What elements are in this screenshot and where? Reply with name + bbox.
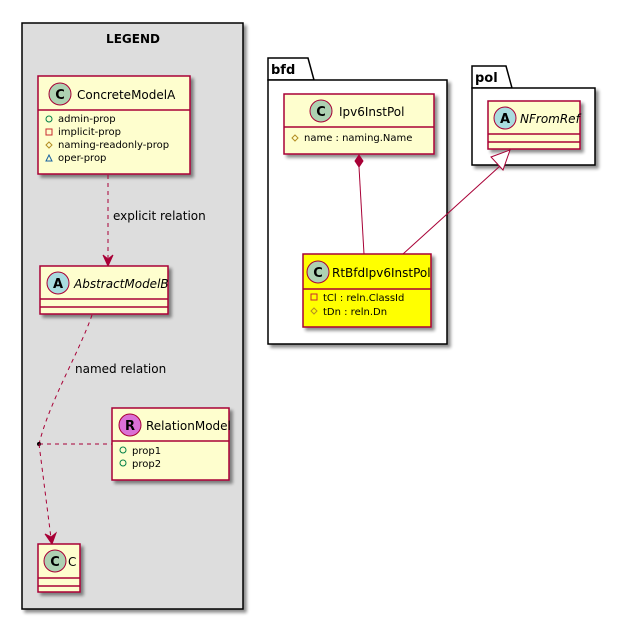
class-name: RtBfdIpv6InstPol — [332, 266, 431, 280]
attribute-text: naming-readonly-prop — [58, 140, 169, 151]
package-visibility-icon — [45, 153, 53, 162]
attribute-text: name : naming.Name — [304, 133, 412, 144]
private-visibility-icon — [45, 128, 53, 136]
attribute-row: implicit-prop — [45, 127, 121, 138]
explicit-relation-edge: explicit relation — [102, 175, 206, 268]
class-stereotype-letter: C — [316, 105, 326, 120]
attribute-text: prop2 — [132, 459, 161, 470]
class-name: C — [68, 555, 76, 569]
attribute-text: implicit-prop — [58, 127, 121, 138]
class-stereotype-letter: R — [125, 419, 135, 434]
attribute-row: admin-prop — [45, 114, 116, 125]
class-rt-bfd-ipv6-inst-pol[interactable]: C RtBfdIpv6InstPol tCl : reln.ClassId tD… — [302, 253, 432, 328]
attribute-row: prop1 — [119, 446, 161, 457]
attribute-row: prop2 — [119, 459, 161, 470]
public-visibility-icon — [119, 446, 127, 454]
private-visibility-icon — [310, 293, 318, 301]
protected-visibility-icon — [291, 134, 299, 142]
attribute-text: admin-prop — [58, 114, 116, 125]
protected-visibility-icon — [310, 307, 318, 315]
class-stereotype-icon — [46, 271, 70, 295]
class-ipv6-inst-pol[interactable]: C Ipv6InstPol name : naming.Name — [283, 93, 435, 155]
class-stereotype-icon — [43, 549, 67, 573]
package-title: bfd — [271, 63, 295, 78]
package-bfd[interactable]: bfd C Ipv6InstPol name : naming.Name C R… — [267, 57, 448, 345]
class-stereotype-icon — [309, 99, 333, 123]
attribute-text: tCl : reln.ClassId — [323, 293, 404, 304]
attribute-text: oper-prop — [58, 153, 106, 164]
class-stereotype-letter: C — [50, 555, 60, 570]
class-name: Ipv6InstPol — [339, 105, 404, 119]
protected-visibility-icon — [45, 141, 53, 149]
inheritance-edge — [402, 149, 511, 255]
named-relation-label: named relation — [75, 362, 166, 376]
attribute-row: naming-readonly-prop — [45, 140, 169, 151]
arrow-head-icon — [44, 531, 58, 546]
class-c[interactable]: C C — [37, 543, 81, 593]
class-stereotype-letter: C — [55, 88, 65, 103]
class-name: AbstractModelB — [73, 277, 169, 291]
class-box — [283, 93, 435, 155]
class-stereotype-icon — [493, 106, 517, 130]
attribute-row: name : naming.Name — [291, 133, 412, 144]
composition-line — [358, 166, 365, 255]
named-relation-edge: named relation — [37, 314, 166, 546]
class-stereotype-letter: A — [500, 112, 510, 127]
class-concrete-model-a[interactable]: C ConcreteModelA admin-prop implicit-pro… — [37, 75, 191, 175]
class-nfromref[interactable]: A NFromRef — [487, 100, 582, 150]
class-stereotype-icon — [48, 82, 72, 106]
inheritance-arrow-icon — [490, 149, 511, 171]
public-visibility-icon — [45, 115, 53, 123]
inheritance-line — [402, 165, 501, 255]
attribute-row: tCl : reln.ClassId — [310, 293, 404, 304]
attribute-row: tDn : reln.Dn — [310, 307, 387, 318]
class-abstract-model-b[interactable]: A AbstractModelB — [39, 265, 169, 315]
class-stereotype-icon — [118, 413, 142, 437]
package-pol[interactable]: pol A NFromRef — [471, 65, 596, 166]
package-title: pol — [475, 71, 498, 86]
attribute-text: tDn : reln.Dn — [323, 307, 387, 318]
arrow-head-icon — [102, 254, 114, 268]
class-name: ConcreteModelA — [77, 88, 176, 102]
legend-group: LEGEND C ConcreteModelA admin-prop impli… — [21, 22, 244, 610]
composition-edge — [354, 154, 365, 255]
class-stereotype-icon — [306, 260, 330, 284]
legend-title: LEGEND — [106, 32, 160, 46]
attribute-text: prop1 — [132, 446, 161, 457]
public-visibility-icon — [119, 459, 127, 467]
class-name: NFromRef — [520, 112, 582, 126]
class-stereotype-letter: A — [53, 277, 63, 292]
class-name: RelationModel — [146, 419, 231, 433]
class-stereotype-letter: C — [313, 266, 323, 281]
attribute-row: oper-prop — [45, 153, 106, 164]
class-relation-model[interactable]: R RelationModel prop1 prop2 — [111, 407, 231, 481]
explicit-relation-label: explicit relation — [113, 209, 206, 223]
